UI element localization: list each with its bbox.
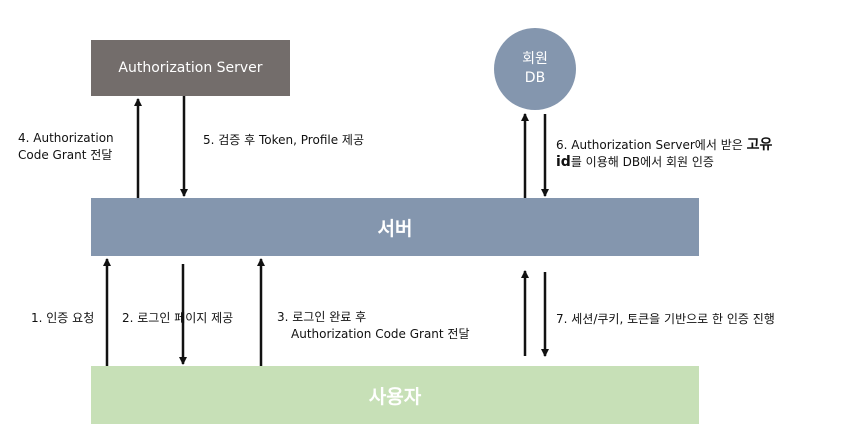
step4-line1: 4. Authorization xyxy=(18,131,114,145)
step6-line2-text: 를 이용해 DB에서 회원 인증 xyxy=(570,155,714,169)
user-label: 사용자 xyxy=(368,385,422,408)
member-db-node: 회원 DB xyxy=(494,28,576,110)
step1-label: 1. 인증 요청 xyxy=(31,311,95,325)
step6-line2-bold: id xyxy=(556,154,571,170)
step2-label: 2. 로그인 페이지 제공 xyxy=(122,311,234,325)
step6-label: 6. Authorization Server에서 받은 고유 id를 이용해 … xyxy=(556,137,772,171)
step7-label: 7. 세션/쿠키, 토큰을 기반으로 한 인증 진행 xyxy=(556,312,775,326)
authorization-server-label: Authorization Server xyxy=(118,60,263,76)
step3-line2: Authorization Code Grant 전달 xyxy=(291,327,470,341)
user-box: 사용자 xyxy=(91,366,699,424)
step3-label: 3. 로그인 완료 후 Authorization Code Grant 전달 xyxy=(277,309,470,343)
step6-line1-text: 6. Authorization Server에서 받은 xyxy=(556,138,747,152)
member-db-label-line2: DB xyxy=(524,70,546,86)
step3-line1: 3. 로그인 완료 후 xyxy=(277,310,367,324)
authorization-server-box: Authorization Server xyxy=(91,40,290,96)
step4-label: 4. Authorization Code Grant 전달 xyxy=(18,130,114,164)
step5-label: 5. 검증 후 Token, Profile 제공 xyxy=(203,133,364,147)
step6-line1-bold: 고유 xyxy=(746,137,773,153)
server-label: 서버 xyxy=(377,217,413,240)
server-box: 서버 xyxy=(91,198,699,256)
step4-line2: Code Grant 전달 xyxy=(18,148,113,162)
member-db-label-line1: 회원 xyxy=(522,51,548,67)
